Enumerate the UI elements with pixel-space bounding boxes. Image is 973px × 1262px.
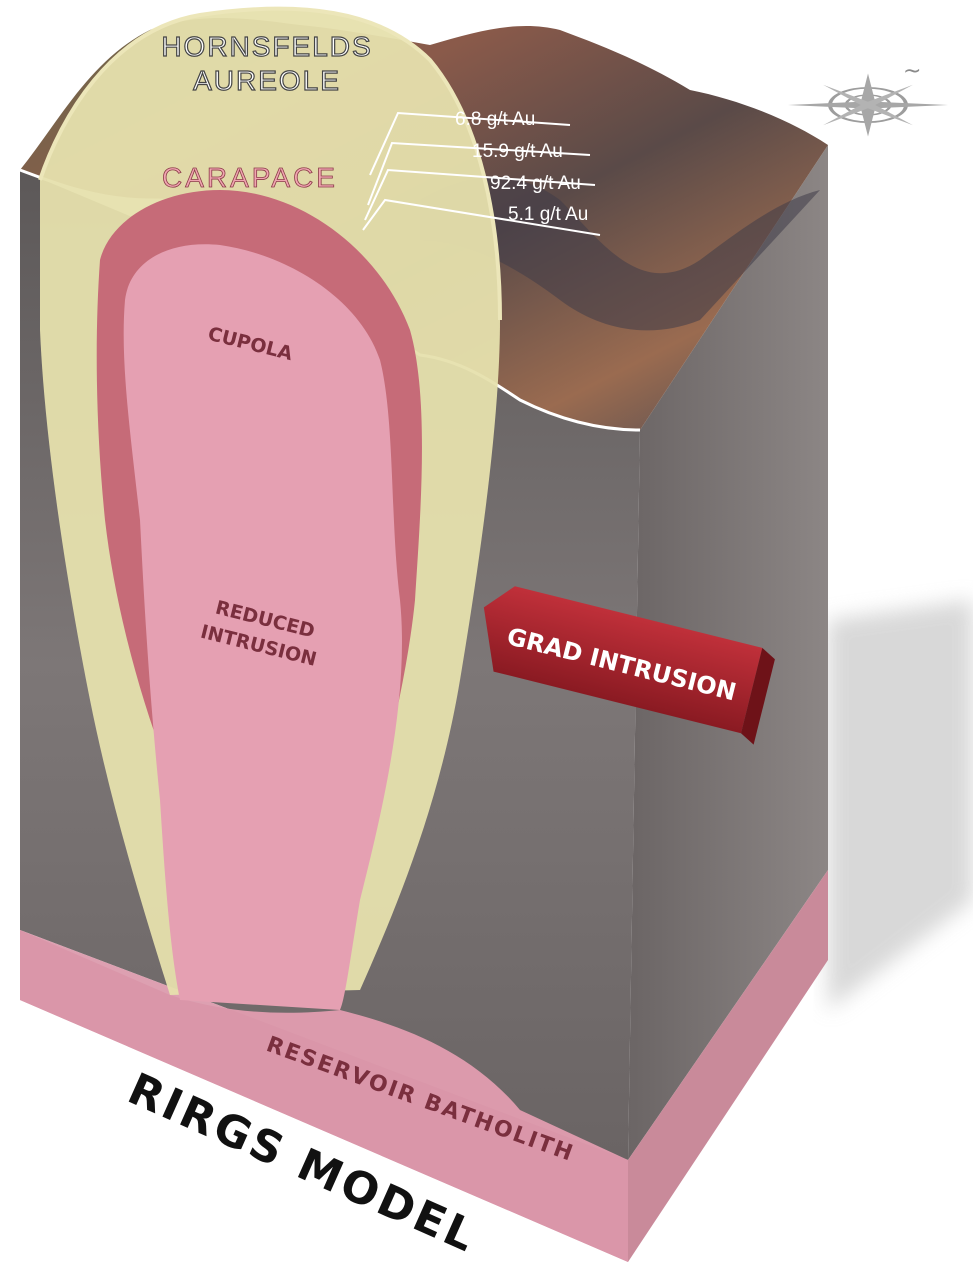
drill-grade-4: 5.1 g/t Au: [508, 204, 588, 225]
drill-grade-1: 6.8 g/t Au: [455, 109, 535, 130]
drill-grade-2: 15.9 g/t Au: [472, 141, 563, 162]
hornsfels-label-line2: AUREOLE: [193, 65, 341, 96]
compass-rose-icon: [788, 74, 948, 137]
drill-grade-3: 92.4 g/t Au: [490, 173, 581, 194]
hornsfels-label-line1: HORNSFELDS: [161, 31, 372, 62]
block-shadow: [828, 600, 973, 1010]
carapace-label: CARAPACE: [162, 162, 338, 193]
compass-north-mark: ~: [903, 59, 921, 84]
